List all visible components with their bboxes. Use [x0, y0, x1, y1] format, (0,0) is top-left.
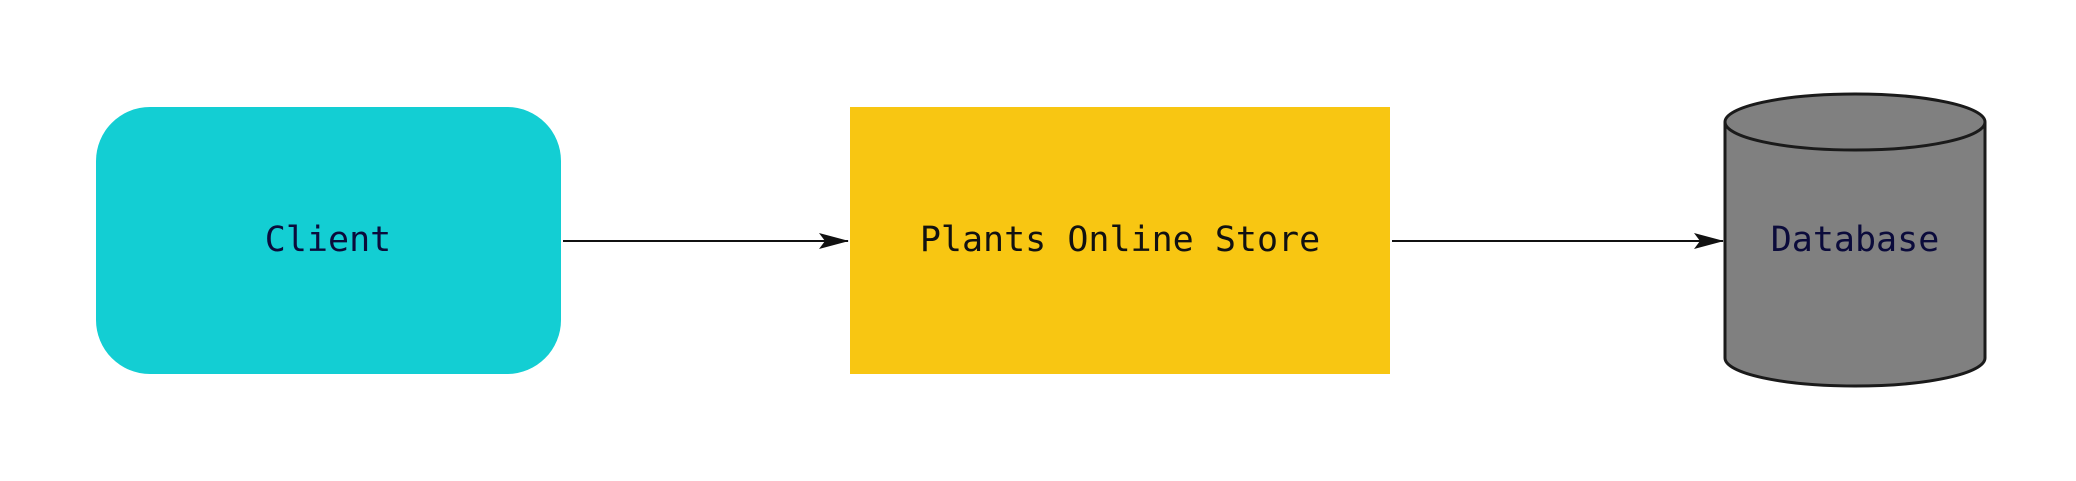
client-node[interactable]: Client — [96, 107, 561, 374]
database-cylinder-top — [1723, 92, 1987, 152]
store-box — [850, 107, 1390, 374]
database-node[interactable]: Database — [1723, 92, 1987, 388]
database-cylinder-body — [1723, 122, 1987, 388]
database-label: Database — [1771, 220, 1940, 260]
store-label: Plants Online Store — [920, 220, 1320, 260]
store-node[interactable]: Plants Online Store — [850, 107, 1390, 374]
client-label: Client — [265, 220, 391, 260]
client-box — [96, 107, 561, 374]
